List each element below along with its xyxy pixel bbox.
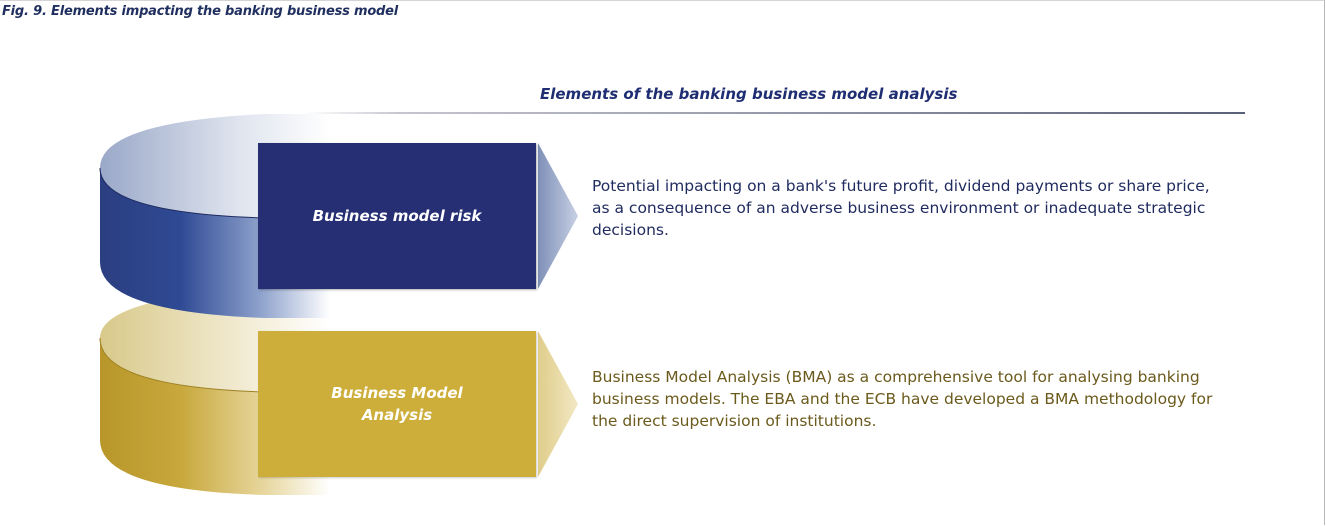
business-model-risk-box: Business model risk <box>258 143 536 289</box>
business-model-risk-label: Business model risk <box>312 207 482 225</box>
business-model-analysis-description: Business Model Analysis (BMA) as a compr… <box>592 368 1213 430</box>
gold-disk-rim <box>99 337 266 393</box>
risk-arrow <box>538 143 578 289</box>
blue-disk-rim <box>99 167 266 219</box>
figure-caption: Fig. 9. Elements impacting the banking b… <box>2 4 399 19</box>
title-rule <box>305 112 1245 114</box>
bma-arrow <box>538 331 578 477</box>
business-model-risk-description: Potential impacting on a bank's future p… <box>592 177 1210 239</box>
business-model-analysis-label-line1: Business Model <box>331 384 463 402</box>
business-model-analysis-box: Business Model Analysis <box>258 331 536 477</box>
business-model-analysis-label-line2: Analysis <box>361 406 433 424</box>
section-title: Elements of the banking business model a… <box>540 85 958 103</box>
business-model-analysis-label: Business Model Analysis <box>322 382 472 426</box>
